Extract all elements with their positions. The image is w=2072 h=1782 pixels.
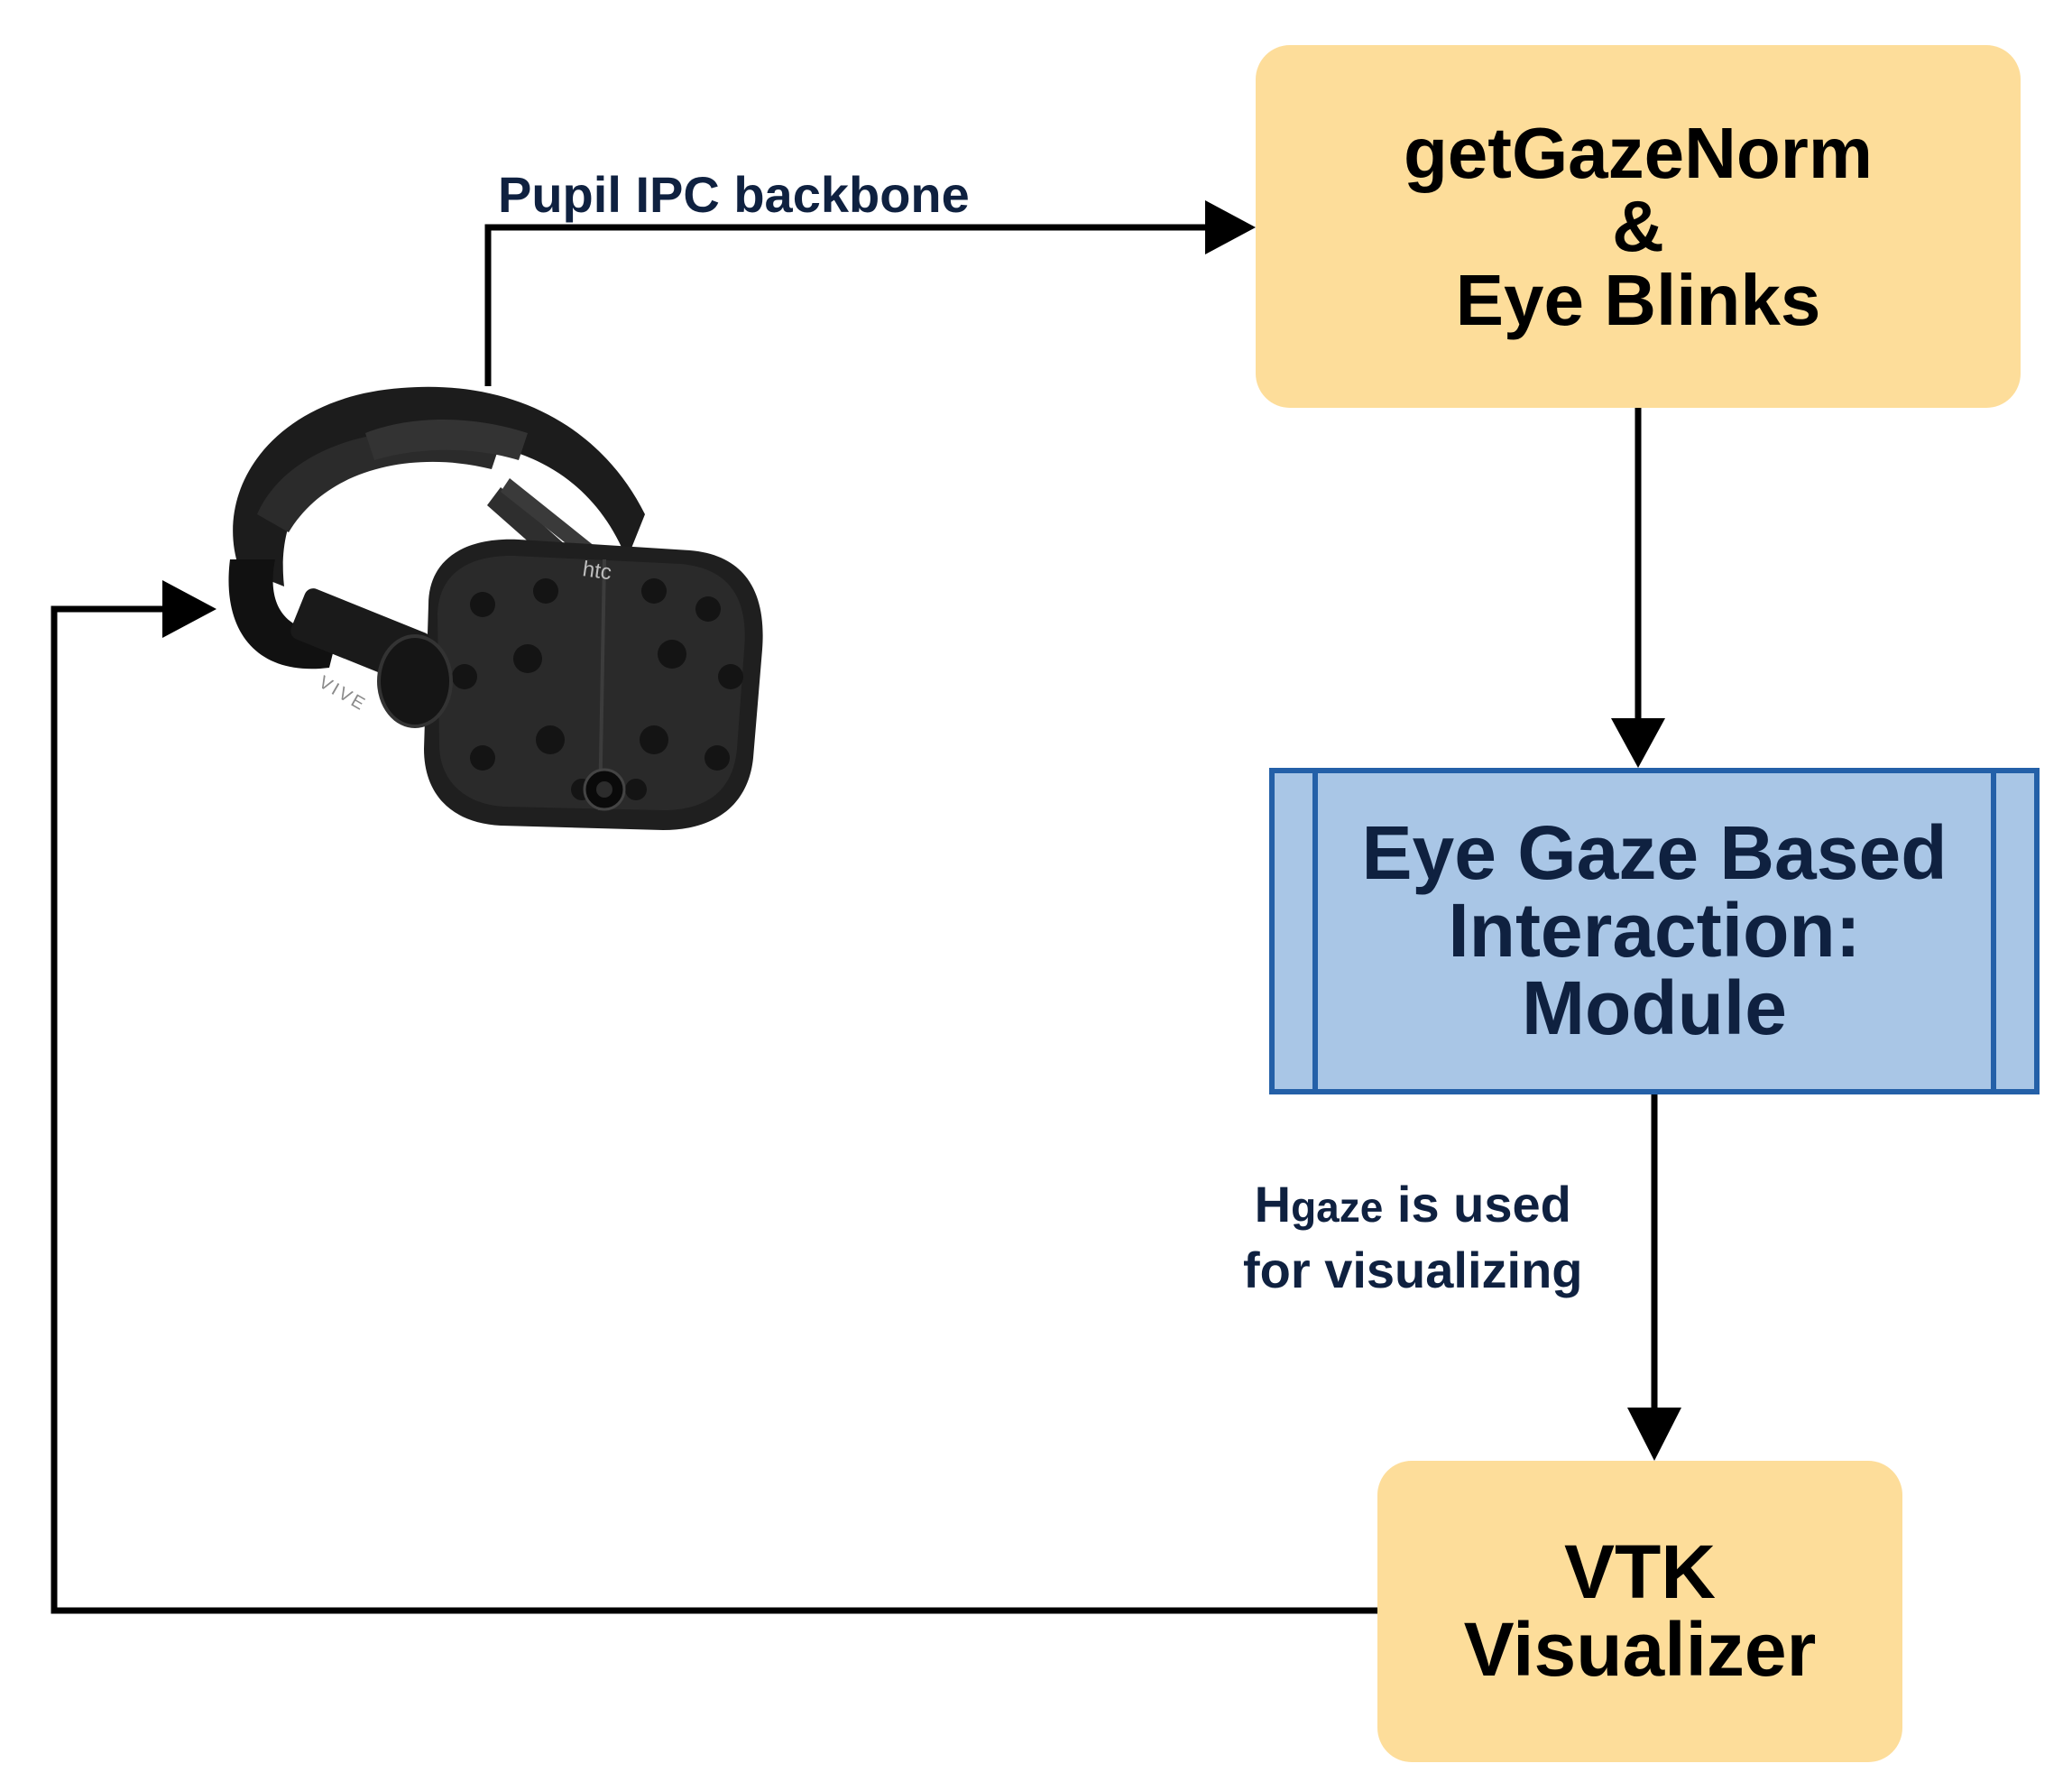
- hgaze-subscript: gaze: [1291, 1184, 1384, 1231]
- node-vtk-line1: VTK: [1564, 1529, 1716, 1615]
- edge-label-hgaze-line1: Hgaze is used: [1243, 1173, 1583, 1239]
- node-vtk-visualizer: VTK Visualizer: [1377, 1461, 1902, 1762]
- edge-label-ipc: Pupil IPC backbone: [498, 166, 970, 223]
- arrowhead-module-to-vtk: [1627, 1408, 1681, 1461]
- edge-label-hgaze-line2: for visualizing: [1243, 1242, 1583, 1298]
- edge-ipc-line: [484, 224, 1205, 386]
- node-module-line1: Eye Gaze Based: [1361, 810, 1948, 896]
- node-module-line3: Module: [1522, 965, 1787, 1050]
- node-eye-gaze-module: Eye Gaze Based Interaction: Module: [1269, 768, 2040, 1094]
- arrowhead-vtk-to-headset: [162, 580, 216, 638]
- hgaze-rest: is used: [1383, 1176, 1571, 1233]
- node-module-line2: Interaction:: [1448, 888, 1861, 974]
- edge-label-hgaze: Hgaze is used for visualizing: [1243, 1173, 1583, 1302]
- module-bar-left: [1312, 773, 1318, 1089]
- node-gaze-norm-eye-blinks: getGazeNorm & Eye Blinks: [1256, 45, 2021, 408]
- hgaze-h: H: [1254, 1176, 1292, 1233]
- module-bar-right: [1991, 773, 1996, 1089]
- node-vtk-line2: Visualizer: [1463, 1607, 1817, 1692]
- headset-model-text: VIVE: [316, 672, 371, 716]
- node-gaze-line1: getGazeNorm: [1403, 112, 1874, 193]
- edge-vtk-to-headset-line: [51, 605, 1377, 1614]
- node-gaze-line3: Eye Blinks: [1455, 259, 1821, 340]
- vr-headset-icon: htc VIVE: [228, 386, 763, 830]
- headset-body: htc: [424, 539, 763, 830]
- node-gaze-line2: &: [1612, 186, 1664, 267]
- headset-brand-text: htc: [581, 557, 612, 585]
- arrowhead-ipc: [1205, 200, 1256, 254]
- arrowhead-gaze-to-module: [1611, 718, 1665, 768]
